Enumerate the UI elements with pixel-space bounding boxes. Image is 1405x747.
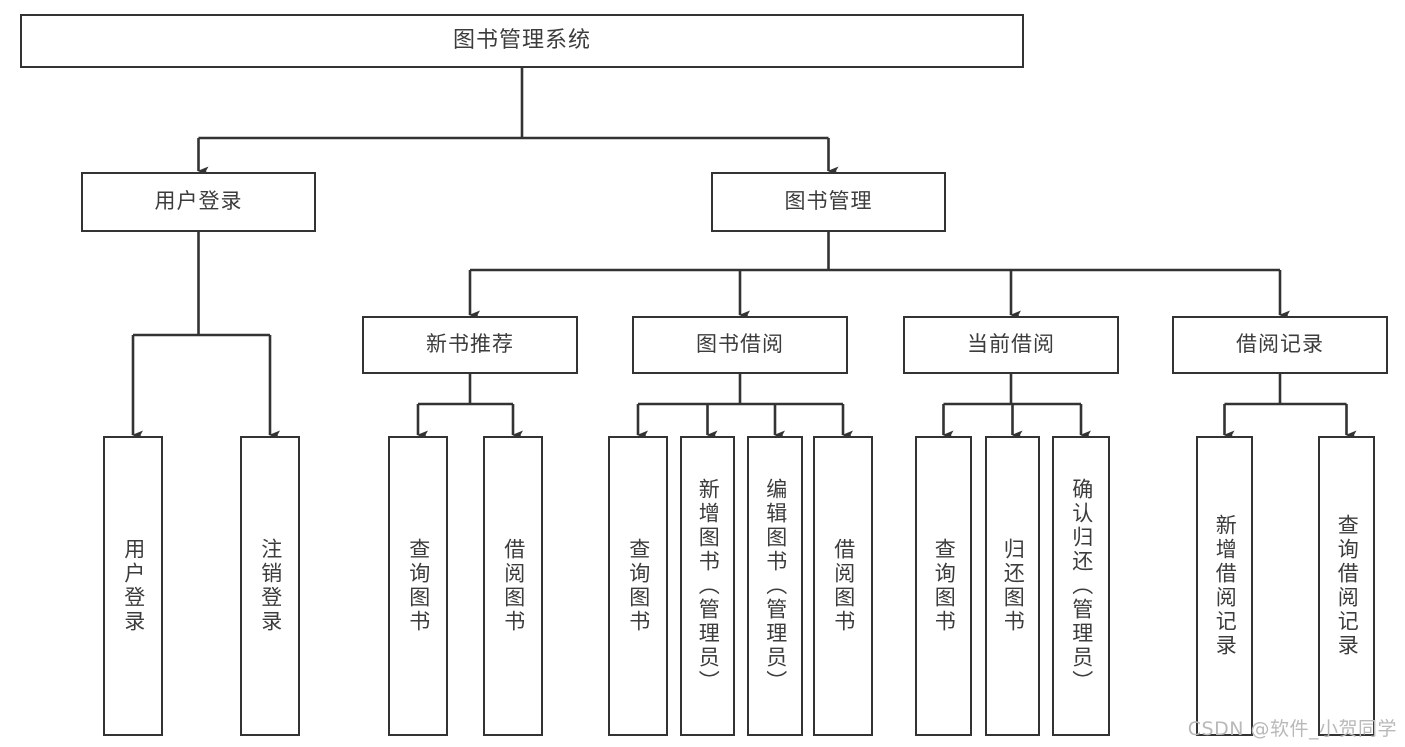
node-label-leaf-new-query: 查询图书: [406, 538, 431, 634]
node-label-records: 借阅记录: [1236, 332, 1324, 357]
node-records[interactable]: 借阅记录: [1172, 316, 1388, 374]
node-leaf-bor-query[interactable]: 查询图书: [608, 436, 668, 736]
node-label-bookmgmt: 图书管理: [784, 189, 873, 214]
node-leaf-new-borrow[interactable]: 借阅图书: [483, 436, 543, 736]
node-root[interactable]: 图书管理系统: [20, 14, 1024, 68]
node-borrow[interactable]: 图书借阅: [632, 316, 848, 374]
node-leaf-bor-edit[interactable]: 编辑图书（管理员）: [747, 436, 803, 736]
node-label-leaf-bor-add: 新增图书（管理员）: [696, 478, 721, 694]
node-label-leaf-user-login: 用户登录: [121, 538, 146, 634]
node-label-borrow: 图书借阅: [696, 332, 784, 357]
node-leaf-cur-return[interactable]: 归还图书: [985, 436, 1040, 736]
node-label-leaf-rec-query: 查询借阅记录: [1335, 514, 1360, 658]
node-label-leaf-cur-return: 归还图书: [1001, 538, 1026, 634]
node-label-root: 图书管理系统: [452, 27, 591, 53]
node-current[interactable]: 当前借阅: [903, 316, 1119, 374]
node-label-leaf-bor-edit: 编辑图书（管理员）: [763, 478, 788, 694]
node-label-leaf-bor-query: 查询图书: [626, 538, 651, 634]
node-label-leaf-rec-add: 新增借阅记录: [1213, 514, 1238, 658]
node-label-leaf-cur-confirm: 确认归还（管理员）: [1069, 478, 1094, 694]
node-leaf-user-login[interactable]: 用户登录: [103, 436, 163, 736]
node-leaf-rec-add[interactable]: 新增借阅记录: [1196, 436, 1253, 736]
node-leaf-user-logout[interactable]: 注销登录: [240, 436, 300, 736]
node-leaf-new-query[interactable]: 查询图书: [388, 436, 448, 736]
node-leaf-bor-add[interactable]: 新增图书（管理员）: [680, 436, 735, 736]
node-leaf-rec-query[interactable]: 查询借阅记录: [1318, 436, 1375, 736]
node-label-leaf-cur-query: 查询图书: [932, 538, 957, 634]
node-label-login: 用户登录: [154, 189, 243, 214]
node-newbook[interactable]: 新书推荐: [362, 316, 578, 374]
node-label-current: 当前借阅: [967, 332, 1055, 357]
node-leaf-cur-query[interactable]: 查询图书: [915, 436, 972, 736]
node-leaf-cur-confirm[interactable]: 确认归还（管理员）: [1052, 436, 1110, 736]
node-login[interactable]: 用户登录: [81, 172, 316, 232]
watermark: CSDN @软件_小贺同学: [1187, 718, 1397, 740]
node-label-leaf-bor-lend: 借阅图书: [831, 538, 856, 634]
node-label-leaf-user-logout: 注销登录: [258, 538, 283, 634]
node-leaf-bor-lend[interactable]: 借阅图书: [813, 436, 873, 736]
node-bookmgmt[interactable]: 图书管理: [711, 172, 946, 232]
node-label-newbook: 新书推荐: [426, 332, 514, 357]
node-label-leaf-new-borrow: 借阅图书: [501, 538, 526, 634]
